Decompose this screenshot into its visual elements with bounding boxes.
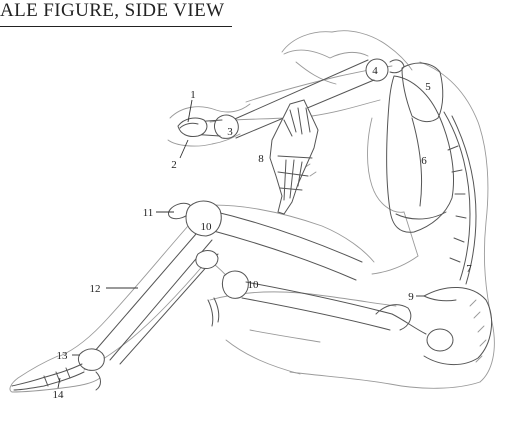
label-6: 6: [421, 155, 427, 167]
label-14: 14: [53, 389, 65, 401]
label-5: 5: [425, 81, 431, 93]
label-13: 13: [57, 350, 69, 362]
label-4: 4: [372, 65, 378, 77]
label-8: 8: [258, 153, 264, 165]
label-10-lower: 10: [248, 279, 260, 291]
label-3: 3: [227, 126, 233, 138]
body-outline: [10, 31, 494, 392]
label-7: 7: [466, 263, 472, 275]
label-2: 2: [171, 159, 177, 171]
hip-socket: [427, 329, 453, 351]
label-11: 11: [143, 207, 154, 219]
hand-bones-study: [270, 100, 318, 214]
label-1: 1: [190, 89, 196, 101]
label-pointers: [58, 100, 424, 388]
skeleton: [12, 59, 492, 390]
figure-title: ALE FIGURE, SIDE VIEW: [0, 0, 232, 27]
label-9: 9: [408, 291, 414, 303]
label-10-upper: 10: [201, 221, 213, 233]
label-12: 12: [90, 283, 101, 295]
